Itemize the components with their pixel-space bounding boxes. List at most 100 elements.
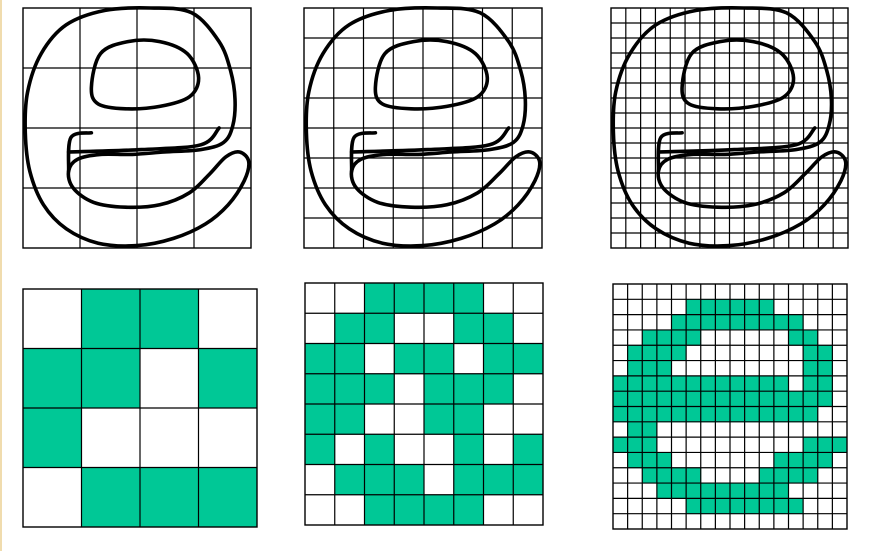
- raster-cell: [774, 376, 789, 392]
- raster-cell: [394, 283, 424, 314]
- raster-cell: [199, 468, 258, 528]
- panel-outline-16x16: [611, 8, 848, 248]
- raster-cell: [818, 437, 833, 453]
- raster-cell: [789, 452, 804, 468]
- raster-cell: [715, 498, 730, 514]
- raster-cell: [701, 299, 716, 315]
- panel-outline-8x8: [304, 8, 542, 248]
- raster-cell: [803, 361, 818, 377]
- raster-cell: [672, 468, 687, 484]
- raster-cell: [642, 468, 657, 484]
- raster-cell: [424, 404, 454, 435]
- raster-cell: [686, 299, 701, 315]
- raster-cell: [701, 376, 716, 392]
- raster-cell: [759, 376, 774, 392]
- raster-cell: [657, 452, 672, 468]
- raster-cell: [759, 299, 774, 315]
- raster-cell: [23, 408, 82, 468]
- raster-cell: [803, 407, 818, 423]
- raster-cell: [613, 437, 628, 453]
- raster-cell: [686, 376, 701, 392]
- raster-cell: [657, 376, 672, 392]
- raster-cell: [803, 376, 818, 392]
- raster-cell: [365, 313, 395, 344]
- raster-cell: [23, 349, 82, 409]
- raster-cell: [642, 452, 657, 468]
- panel-raster-8x8: [305, 283, 543, 525]
- raster-cell: [484, 465, 514, 496]
- raster-cell: [365, 283, 395, 314]
- raster-cell: [628, 376, 643, 392]
- raster-cell: [803, 452, 818, 468]
- raster-cell: [484, 313, 514, 344]
- raster-cell: [642, 391, 657, 407]
- raster-cell: [715, 299, 730, 315]
- raster-cell: [803, 437, 818, 453]
- raster-cell: [672, 483, 687, 499]
- raster-cell: [730, 407, 745, 423]
- raster-cell: [672, 330, 687, 346]
- raster-cell: [745, 315, 760, 331]
- raster-cell: [818, 452, 833, 468]
- raster-cell: [454, 283, 484, 314]
- raster-cell: [365, 434, 395, 465]
- raster-cell: [82, 468, 141, 528]
- raster-cell: [803, 468, 818, 484]
- raster-cell: [759, 407, 774, 423]
- raster-cell: [394, 465, 424, 496]
- raster-cell: [730, 498, 745, 514]
- raster-cell: [513, 434, 543, 465]
- raster-cell: [759, 468, 774, 484]
- raster-cell: [803, 391, 818, 407]
- raster-cell: [672, 391, 687, 407]
- raster-cell: [686, 391, 701, 407]
- raster-cell: [628, 361, 643, 377]
- raster-cell: [657, 468, 672, 484]
- raster-cell: [745, 498, 760, 514]
- raster-cell: [715, 407, 730, 423]
- raster-cell: [774, 407, 789, 423]
- raster-cell: [642, 376, 657, 392]
- raster-cell: [657, 361, 672, 377]
- raster-cell: [335, 374, 365, 405]
- raster-cell: [513, 344, 543, 375]
- raster-cell: [832, 437, 847, 453]
- raster-cell: [672, 345, 687, 361]
- raster-cell: [686, 407, 701, 423]
- raster-cell: [715, 315, 730, 331]
- raster-cell: [394, 495, 424, 526]
- raster-cell: [628, 422, 643, 438]
- raster-cell: [657, 345, 672, 361]
- raster-cell: [394, 344, 424, 375]
- raster-cell: [140, 468, 199, 528]
- raster-cell: [628, 391, 643, 407]
- raster-cell: [672, 407, 687, 423]
- raster-cell: [657, 483, 672, 499]
- raster-cell: [686, 468, 701, 484]
- raster-cell: [305, 374, 335, 405]
- raster-cell: [686, 483, 701, 499]
- raster-cell: [701, 315, 716, 331]
- raster-cell: [774, 468, 789, 484]
- raster-cell: [672, 376, 687, 392]
- raster-cell: [789, 315, 804, 331]
- raster-cell: [730, 483, 745, 499]
- raster-cell: [335, 344, 365, 375]
- raster-cell: [424, 495, 454, 526]
- raster-cell: [657, 330, 672, 346]
- raster-cell: [701, 483, 716, 499]
- raster-cell: [745, 299, 760, 315]
- raster-cell: [789, 407, 804, 423]
- raster-cell: [701, 498, 716, 514]
- raster-cell: [82, 349, 141, 409]
- raster-cell: [484, 344, 514, 375]
- raster-cell: [701, 391, 716, 407]
- raster-cell: [628, 437, 643, 453]
- raster-cell: [365, 374, 395, 405]
- raster-cell: [628, 345, 643, 361]
- raster-cell: [774, 498, 789, 514]
- raster-cell: [730, 315, 745, 331]
- raster-cell: [365, 465, 395, 496]
- raster-cell: [759, 483, 774, 499]
